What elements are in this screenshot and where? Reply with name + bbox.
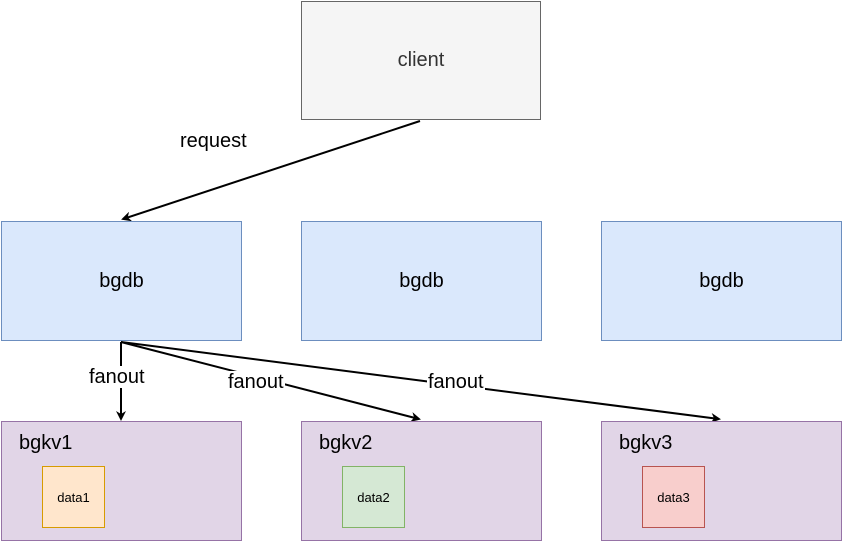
fanout-label-2: fanout bbox=[227, 371, 285, 393]
data-block-3: data3 bbox=[642, 466, 705, 528]
bgdb-label: bgdb bbox=[399, 269, 444, 292]
bgkv-label: bgkv1 bbox=[19, 432, 73, 454]
client-label: client bbox=[397, 49, 445, 71]
bgkv-node-3: bgkv3 data3 bbox=[601, 421, 842, 541]
bgdb-label: bgdb bbox=[99, 269, 144, 292]
bgdb-label: bgdb bbox=[699, 269, 744, 292]
request-label: request bbox=[179, 130, 248, 152]
data-block-2: data2 bbox=[342, 466, 405, 528]
bgkv-node-1: bgkv1 data1 bbox=[1, 421, 242, 541]
bgdb-node-1: bgdb bbox=[1, 221, 242, 341]
bgkv-node-2: bgkv2 data2 bbox=[301, 421, 542, 541]
data-label: data1 bbox=[57, 489, 90, 505]
fanout-arrow-3 bbox=[120, 341, 721, 423]
request-arrow bbox=[121, 120, 421, 222]
bgkv-label: bgkv2 bbox=[319, 432, 373, 454]
data-label: data2 bbox=[357, 489, 390, 505]
fanout-label-3: fanout bbox=[427, 371, 485, 393]
bgdb-node-2: bgdb bbox=[301, 221, 542, 341]
bgdb-node-3: bgdb bbox=[601, 221, 842, 341]
client-node: client bbox=[301, 1, 541, 120]
fanout-label-1: fanout bbox=[88, 366, 146, 388]
data-block-1: data1 bbox=[42, 466, 105, 528]
data-label: data3 bbox=[657, 489, 690, 505]
bgkv-label: bgkv3 bbox=[619, 432, 673, 454]
